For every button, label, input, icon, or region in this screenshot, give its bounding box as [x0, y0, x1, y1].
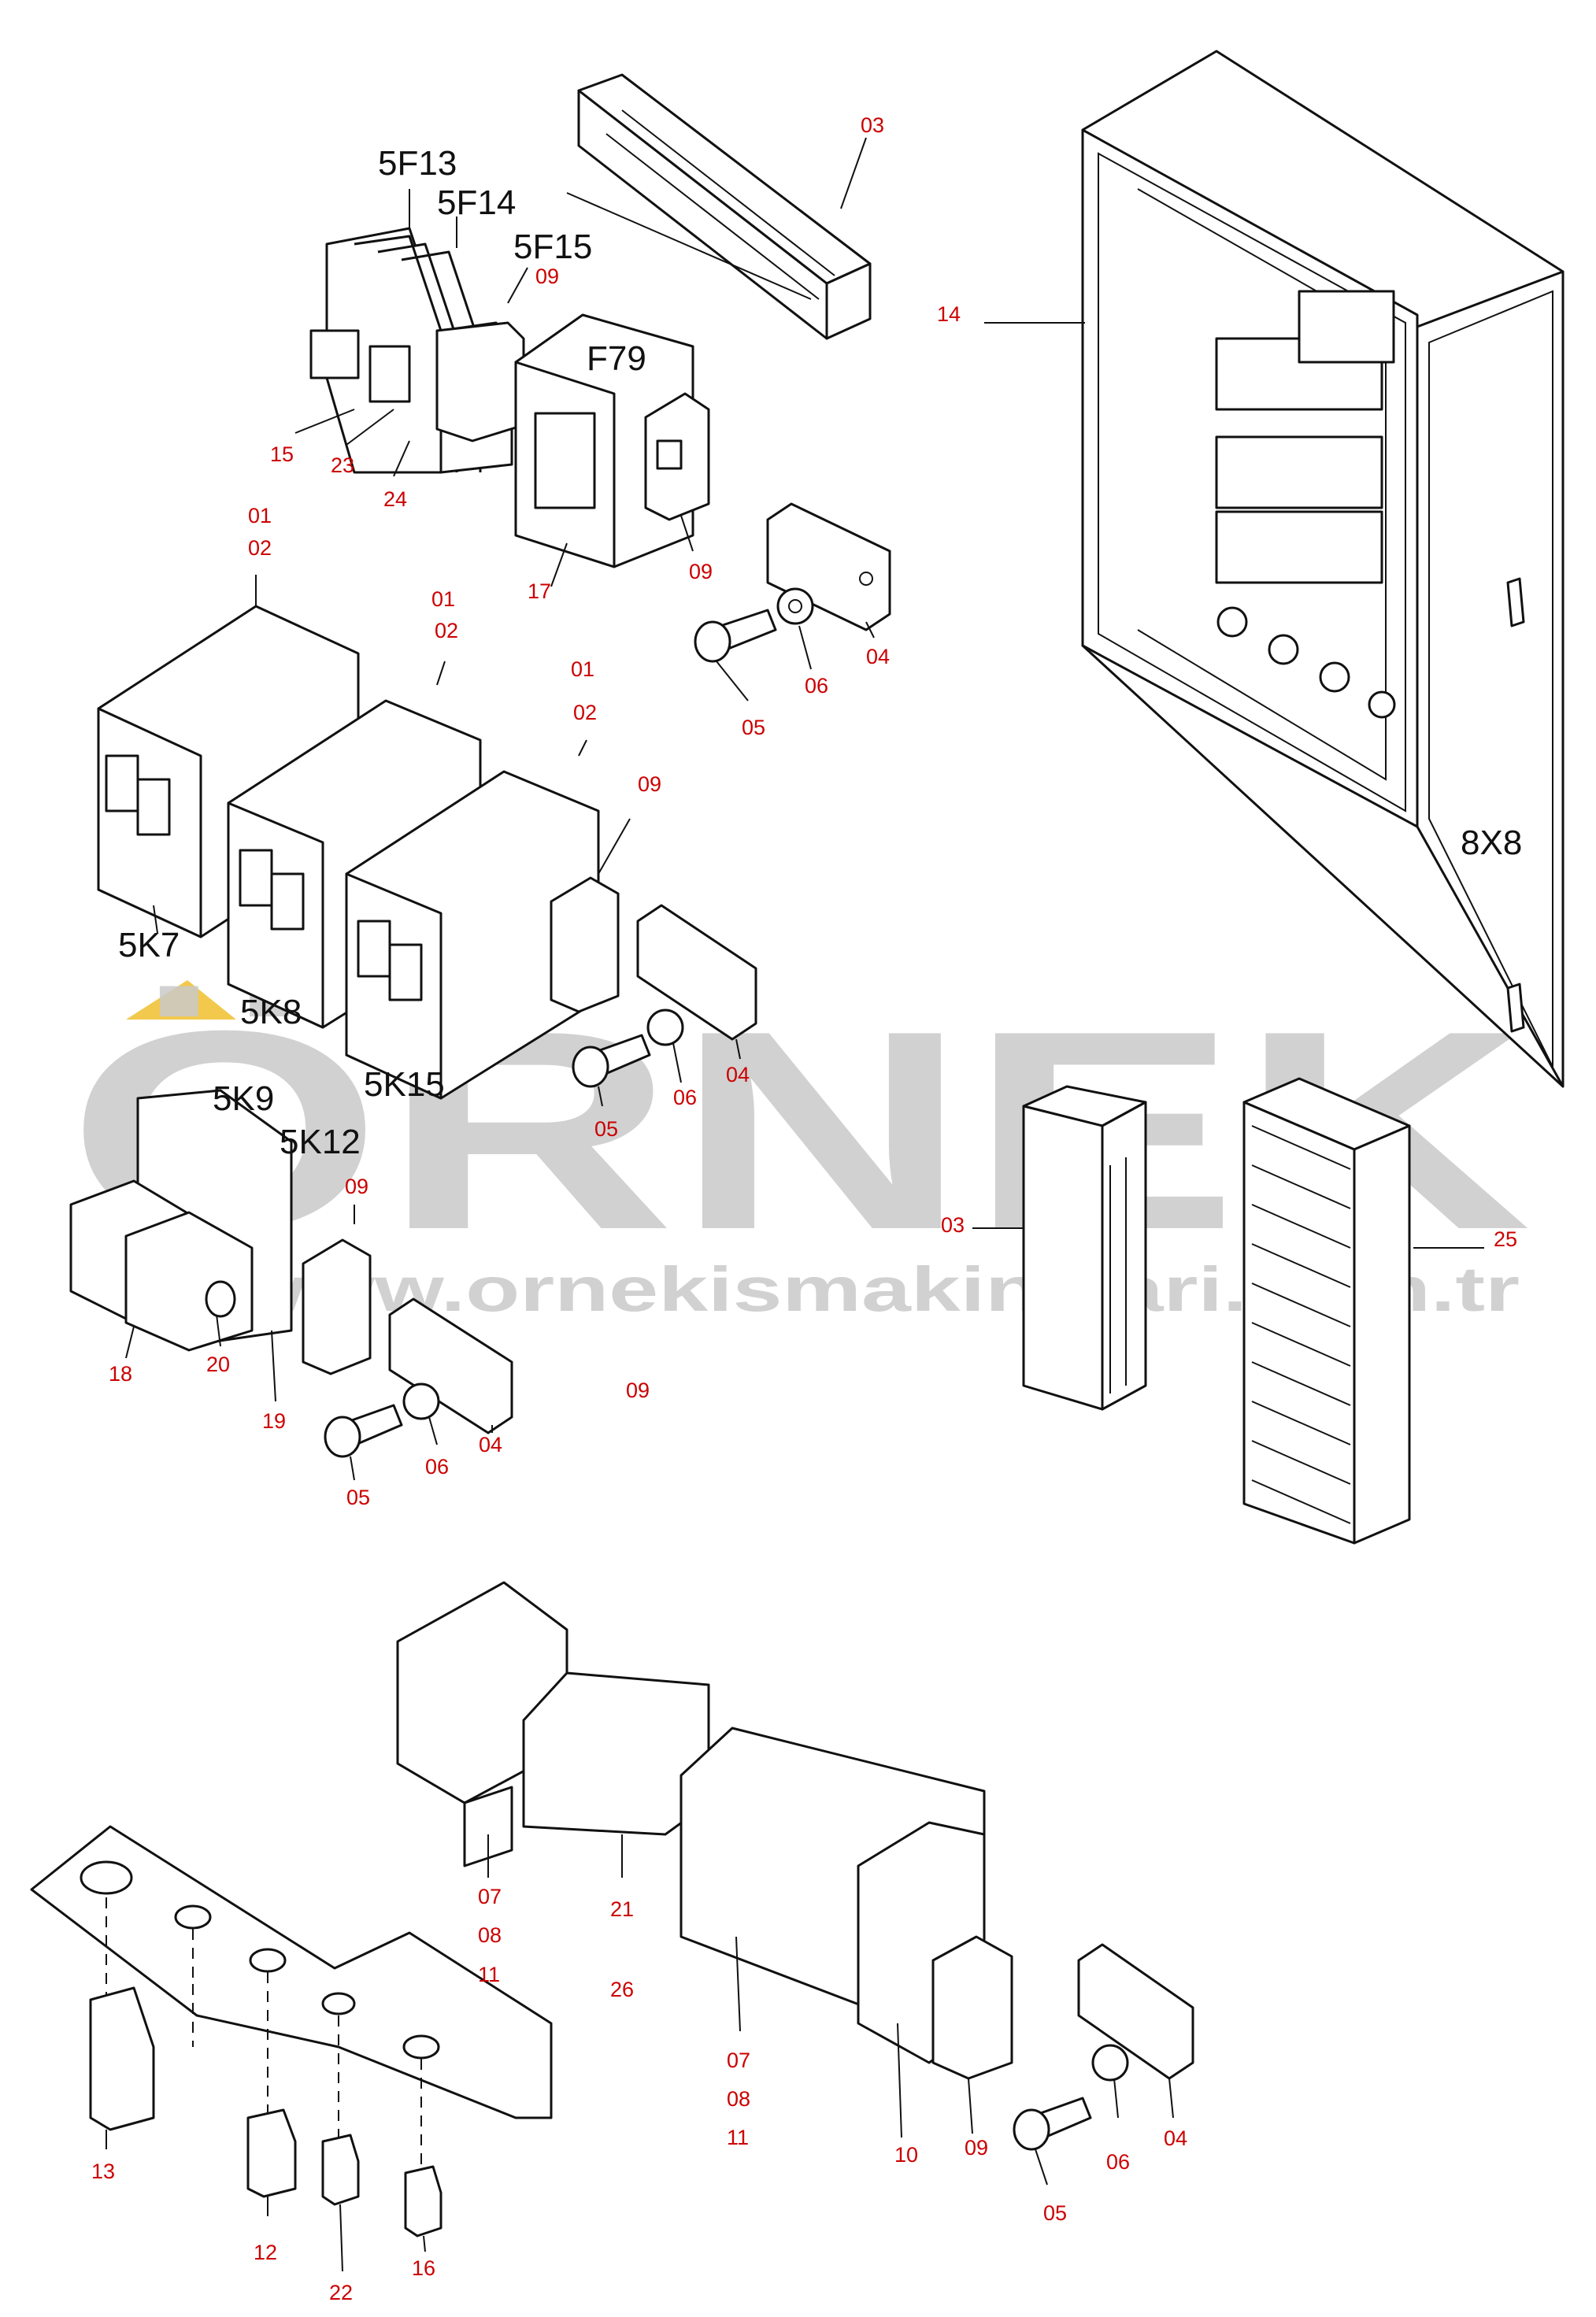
- part-number: 23: [331, 453, 354, 477]
- part-number: 26: [610, 1978, 634, 2001]
- part-number: 01: [248, 504, 272, 527]
- part-number: 09: [965, 2136, 988, 2160]
- part-number: 05: [594, 1117, 618, 1141]
- part-number: 08: [727, 2087, 750, 2111]
- part-number: 06: [425, 1455, 449, 1479]
- part-number: 16: [412, 2256, 435, 2280]
- part-number: 04: [479, 1433, 502, 1456]
- part-number: 18: [109, 1362, 132, 1386]
- part-number: 25: [1494, 1227, 1517, 1251]
- cable-gland-16: [404, 2165, 443, 2252]
- part-number: 03: [941, 1213, 965, 1237]
- part-number: 06: [805, 674, 828, 698]
- part-number: 10: [894, 2143, 918, 2167]
- part-number: 09: [626, 1379, 650, 1402]
- end-stop-mid: [550, 818, 757, 1107]
- terminal-blocks: [396, 1581, 1194, 2186]
- part-number: 06: [673, 1086, 697, 1109]
- end-stop-lower: [302, 1205, 513, 1481]
- part-number: 17: [528, 579, 551, 603]
- part-number: 11: [478, 1963, 500, 1986]
- code-f79: F79: [587, 339, 646, 378]
- code-8x8: 8X8: [1461, 824, 1522, 862]
- code-5k15: 5K15: [364, 1065, 445, 1104]
- gland-plate: [30, 1825, 553, 2173]
- part-number: 12: [254, 2241, 277, 2264]
- circuit-breakers: [294, 189, 528, 477]
- part-number: 21: [610, 1897, 634, 1921]
- part-number: 05: [1043, 2201, 1067, 2225]
- cable-duct-vertical: [972, 1085, 1147, 1411]
- part-number: 06: [1106, 2150, 1130, 2174]
- part-number: 19: [262, 1409, 286, 1433]
- part-number: 09: [535, 265, 559, 288]
- part-number: 11: [727, 2126, 749, 2149]
- part-number: 03: [861, 113, 884, 137]
- part-number: 22: [329, 2281, 353, 2304]
- part-number: 02: [435, 619, 458, 642]
- cable-duct-horizontal: [566, 73, 872, 340]
- cable-gland-12: [246, 2108, 297, 2216]
- part-number: 07: [727, 2049, 750, 2072]
- end-stop-top: [644, 392, 710, 552]
- code-5f14: 5F14: [437, 183, 516, 222]
- label-stack: [1242, 1077, 1484, 1545]
- part-number: 20: [206, 1353, 230, 1376]
- code-5f13: 5F13: [378, 144, 457, 183]
- contactor-5k15: [345, 739, 600, 1100]
- cable-gland-22: [321, 2134, 360, 2272]
- part-number: 09: [638, 772, 661, 796]
- part-number: 05: [742, 716, 765, 739]
- component-codes: 5F13 5F14 5F15 F79 5K7 5K8 5K15 5K9 5K12…: [118, 144, 1522, 1161]
- part-number: 08: [478, 1923, 502, 1947]
- code-5k7: 5K7: [118, 926, 180, 964]
- part-number: 04: [1164, 2126, 1187, 2150]
- din-rail-top: [694, 502, 891, 701]
- part-numbers: 09 15 23 24 17 09 03 14 04 06 05 01 02 0…: [91, 113, 1517, 2304]
- part-number: 09: [689, 560, 713, 583]
- relays-5k9-5k12: [69, 1089, 293, 1402]
- code-5k12: 5K12: [280, 1123, 361, 1161]
- code-5k8: 5K8: [240, 993, 302, 1031]
- part-number: 05: [346, 1486, 370, 1509]
- part-number: 09: [345, 1175, 368, 1198]
- part-number: 04: [726, 1063, 750, 1086]
- part-number: 24: [383, 487, 407, 511]
- watermark-accent-mark: [126, 980, 236, 1020]
- part-number: 14: [937, 302, 961, 326]
- code-5f15: 5F15: [513, 228, 592, 266]
- cable-gland-13: [89, 1986, 155, 2149]
- part-number: 01: [571, 657, 594, 681]
- part-number: 07: [478, 1885, 502, 1908]
- part-number: 15: [270, 442, 294, 466]
- electrical-cabinet: [984, 50, 1565, 1088]
- part-number: 01: [431, 587, 455, 611]
- part-number: 13: [91, 2160, 115, 2183]
- part-number: 02: [248, 536, 272, 560]
- part-number: 04: [866, 645, 890, 668]
- part-number: 02: [573, 701, 597, 724]
- code-5k9: 5K9: [213, 1079, 274, 1118]
